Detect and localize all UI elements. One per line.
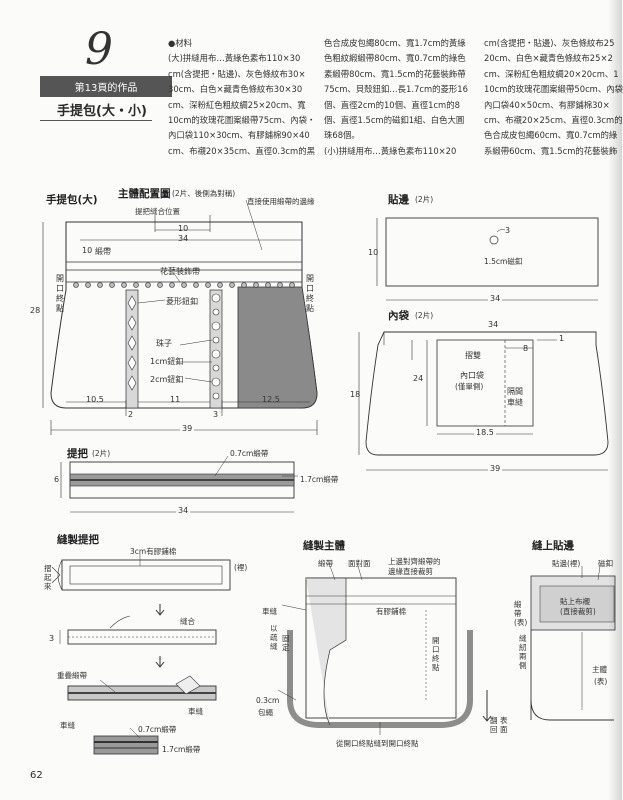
sew-range-note: 從開口終點縫到開口終點 [336, 739, 419, 748]
facing-heading: 貼邊 [388, 194, 409, 206]
facing-magnet-label: 1.5cm磁釦 [484, 257, 523, 266]
bead-label: 珠子 [156, 339, 172, 348]
handle-ribbon-07-note: 0.7cm緞帶 [138, 725, 177, 734]
layout-note: (2片、後側為對稱) [172, 189, 236, 198]
lining-dim-24: 24 [413, 374, 424, 383]
lining-dim-39: 39 [488, 464, 503, 473]
lining-heading: 內袋 [388, 310, 409, 322]
stitch-label: 縫合 [180, 617, 195, 626]
fold-label: 摺雙 [465, 351, 481, 360]
dim-2: 2 [128, 410, 134, 419]
dim-height: 28 [30, 306, 41, 315]
sew-both-sides-label: 縫紉兩側 [519, 634, 527, 670]
bag-large-heading: 手提包(大) [46, 194, 98, 206]
dim-11: 11 [170, 395, 181, 404]
handle-ribbon-17: 1.7cm緞帶 [300, 475, 339, 484]
opening-end-left: 開口終點 [56, 274, 64, 313]
page-number: 62 [30, 770, 43, 781]
diamond-button-label: 菱形鈕釦 [166, 297, 198, 306]
dim-10-5: 10.5 [86, 395, 104, 404]
sew-magnet-label: 磁釦 [598, 559, 613, 568]
handle-seam-label-2: 車縫 [60, 721, 75, 730]
handle-seam-label-1: 車縫 [188, 707, 203, 716]
facing-count: (2片) [415, 195, 434, 204]
flower-ribbon-label: 花藝裝飾帶 [160, 267, 200, 276]
facing-back-label: 貼邊(裡) [552, 559, 581, 568]
body-ribbon-label: 緞帶 [318, 559, 333, 568]
handle-back-label: (裡) [234, 563, 248, 572]
ribbon-label: 緞帶 [95, 247, 111, 256]
interfacing-label-1: 貼上布襯 [560, 597, 590, 606]
cord-label: 包繩 [258, 708, 273, 717]
turn-back-label-1: 翻回 [490, 716, 498, 734]
top-align-note-2: 邊緣直接裁剪 [388, 567, 433, 576]
pattern-number: 9 [85, 24, 113, 75]
body-front-label: 主體 [592, 665, 607, 674]
inner-pocket-label: 內口袋 [460, 371, 484, 380]
fold-up-label: 摺起來 [44, 564, 52, 591]
lining-dim-8: 8 [523, 344, 529, 353]
page-reference-badge: 第13頁的作品 [40, 76, 172, 97]
lining-dim-width: 34 [488, 320, 499, 329]
lining-dim-18-5: 18.5 [474, 428, 496, 437]
divider-label: 隔間 [507, 387, 523, 396]
body-opening-end: 開口終點 [432, 636, 440, 672]
sew-handle-heading: 縫製提把 [57, 534, 99, 546]
divider-seam-label: 車縫 [507, 398, 523, 407]
lining-dim-18: 18 [350, 390, 361, 399]
page-title: 手提包(大・小) [57, 104, 147, 119]
body-front-note: (表) [594, 677, 608, 686]
inner-pocket-note: (僅單側) [455, 382, 484, 391]
handle-ribbon-07: 0.7cm緞帶 [230, 449, 269, 458]
body-seam-label: 車縫 [262, 607, 277, 616]
lining-dim-1: 1 [559, 334, 565, 343]
interfacing-label-2: (直接裁剪) [560, 607, 596, 616]
button-1cm-label: 1cm鈕釦 [150, 357, 184, 366]
top-align-note-1: 上邊對齊緞帶的 [388, 557, 441, 566]
body-batting-label: 有膠鋪棉 [376, 607, 406, 616]
dim-12-5: 12.5 [262, 395, 280, 404]
dim-bottom-width: 39 [180, 424, 195, 433]
face-to-face-label: 面對面 [348, 559, 371, 568]
handle-ribbon-17-note: 1.7cm緞帶 [162, 745, 201, 754]
ribbon-edge-note: 直接使用緞帶的邊緣 [247, 197, 315, 206]
facing-dim-width: 34 [488, 294, 503, 303]
handle-count: (2片) [92, 449, 111, 458]
facing-num-3: 3 [505, 226, 511, 235]
dim-top-width: 34 [178, 234, 189, 243]
handle-heading: 提把 [67, 448, 88, 460]
sew-body-heading: 縫製主體 [303, 540, 345, 552]
baste-label-1: 以疏縫 [270, 624, 278, 651]
handle-dim-6: 6 [54, 475, 60, 484]
lining-count: (2片) [415, 311, 434, 320]
ribbon-front-label: 緞帶(表) [514, 600, 528, 627]
batting-3cm-label: 3cm有膠鋪棉 [130, 547, 177, 556]
button-2cm-label: 2cm鈕釦 [150, 375, 184, 384]
layout-heading: 主體配置圖 [118, 188, 171, 200]
opening-end-right: 開口終點 [306, 274, 314, 313]
dim-handle-spacing: 10 [178, 224, 189, 233]
cord-size-label: 0.3cm [256, 696, 280, 705]
dim-3: 3 [213, 410, 219, 419]
turn-back-label-2: 表面 [500, 716, 508, 734]
materials-column-2: 色合成皮包繩80cm、寬1.7cm的黃綠色粗紋緞緞帶80cm、寬0.7cm的綠色… [324, 38, 468, 156]
dim-ribbon-height: 10 [82, 246, 93, 255]
sew-handle-dim-3: 3 [49, 634, 55, 643]
facing-dim-height: 10 [368, 248, 379, 257]
sew-facing-heading: 縫上貼邊 [532, 540, 574, 552]
page-edge-shadow [608, 0, 622, 800]
handle-dim-34: 34 [176, 506, 191, 515]
overlap-ribbon-label: 重疊緞帶 [57, 671, 87, 680]
title-underline [40, 120, 152, 121]
baste-label-2: 固定 [282, 634, 290, 652]
handle-position-label: 提把縫合位置 [135, 207, 180, 216]
